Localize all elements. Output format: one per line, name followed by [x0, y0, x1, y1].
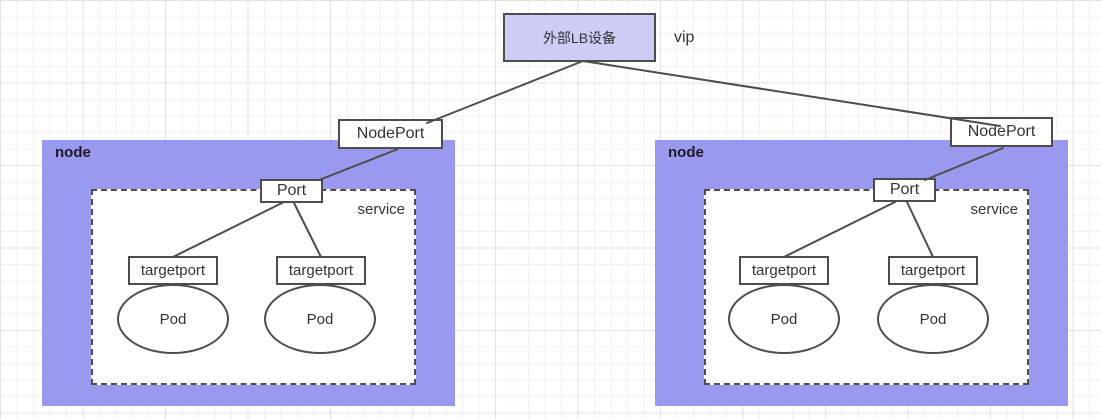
- port-box-left: Port: [260, 179, 323, 203]
- nodeport-box-right: NodePort: [950, 117, 1053, 147]
- nodeport-box-left: NodePort: [338, 119, 443, 149]
- service-box-right: service: [704, 189, 1029, 385]
- connector-lb-to-nodeport-left: [426, 60, 584, 124]
- node-label: node: [668, 144, 704, 161]
- pod-ellipse: Pod: [877, 284, 989, 354]
- port-box-right: Port: [873, 178, 936, 202]
- targetport-box: targetport: [888, 256, 978, 285]
- external-lb-box: 外部LB设备: [503, 13, 656, 62]
- node-label: node: [55, 144, 91, 161]
- pod-ellipse: Pod: [117, 284, 229, 354]
- service-label: service: [357, 201, 405, 218]
- service-label: service: [970, 201, 1018, 218]
- connector-lb-to-nodeport-right: [582, 60, 1001, 127]
- targetport-box: targetport: [739, 256, 829, 285]
- targetport-box: targetport: [276, 256, 366, 285]
- vip-label: vip: [674, 29, 695, 46]
- pod-ellipse: Pod: [264, 284, 376, 354]
- pod-ellipse: Pod: [728, 284, 840, 354]
- service-box-left: service: [91, 189, 416, 385]
- targetport-box: targetport: [128, 256, 218, 285]
